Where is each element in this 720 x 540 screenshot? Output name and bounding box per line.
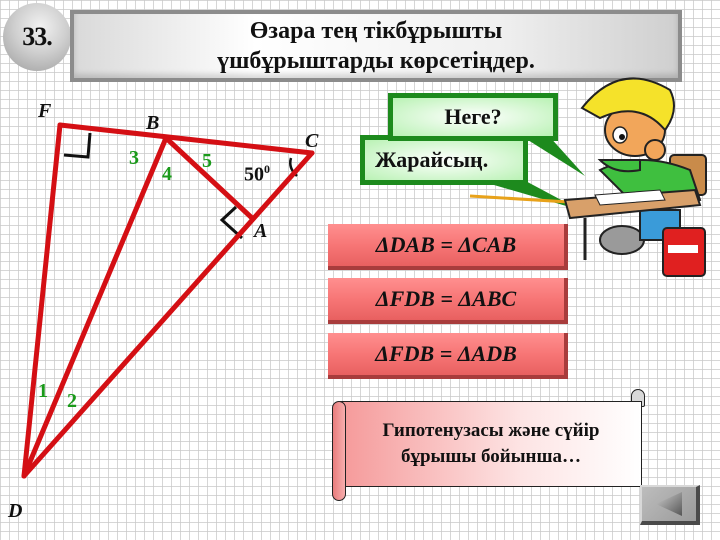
line-FC xyxy=(57,122,315,156)
scroll-roll-left xyxy=(332,401,346,501)
answer-button-1[interactable]: ΔDAB = ΔCAB xyxy=(328,224,568,270)
slide-number-badge: 33. xyxy=(3,3,71,71)
point-label-A: A xyxy=(254,220,268,242)
title-banner: Өзара тең тікбұрышты үшбұрыштарды көрсет… xyxy=(70,10,682,82)
line-BD xyxy=(21,135,169,479)
title-line-2: үшбұрыштарды көрсетіңдер. xyxy=(217,48,535,74)
line-BA xyxy=(163,135,255,221)
point-label-F: F xyxy=(38,100,52,122)
slide-number: 33. xyxy=(22,22,52,51)
hint-line-2: бұрышы бойынша… xyxy=(400,446,582,467)
back-button[interactable] xyxy=(640,485,700,525)
angle-label-2: 2 xyxy=(67,390,77,412)
hint-scroll: Гипотенузасы және сүйір бұрышы бойынша… xyxy=(340,401,642,487)
answer-button-2[interactable]: ΔFDB = ΔABC xyxy=(328,278,568,324)
bubble-good: Жарайсың. xyxy=(360,135,528,185)
right-angle-mark-F xyxy=(63,132,92,159)
angle-label-1: 1 xyxy=(38,380,48,402)
right-angle-mark-A xyxy=(219,205,244,240)
point-label-B: B xyxy=(146,112,160,134)
line-CD xyxy=(21,150,315,479)
angle-label-5: 5 xyxy=(202,150,212,172)
hint-line-1: Гипотенузасы және сүйір xyxy=(382,420,600,441)
angle-C-value: 500 xyxy=(244,162,270,186)
title-line-1: Өзара тең тікбұрышты xyxy=(249,18,503,44)
triangle-left-icon xyxy=(656,492,682,516)
answer-button-3[interactable]: ΔFDB = ΔADB xyxy=(328,333,568,379)
point-label-D: D xyxy=(8,500,23,522)
bubble-why: Неге? xyxy=(388,93,558,141)
angle-label-4: 4 xyxy=(162,163,172,185)
line-FD xyxy=(21,122,63,479)
point-label-C: C xyxy=(305,130,319,152)
angle-label-3: 3 xyxy=(129,147,139,169)
